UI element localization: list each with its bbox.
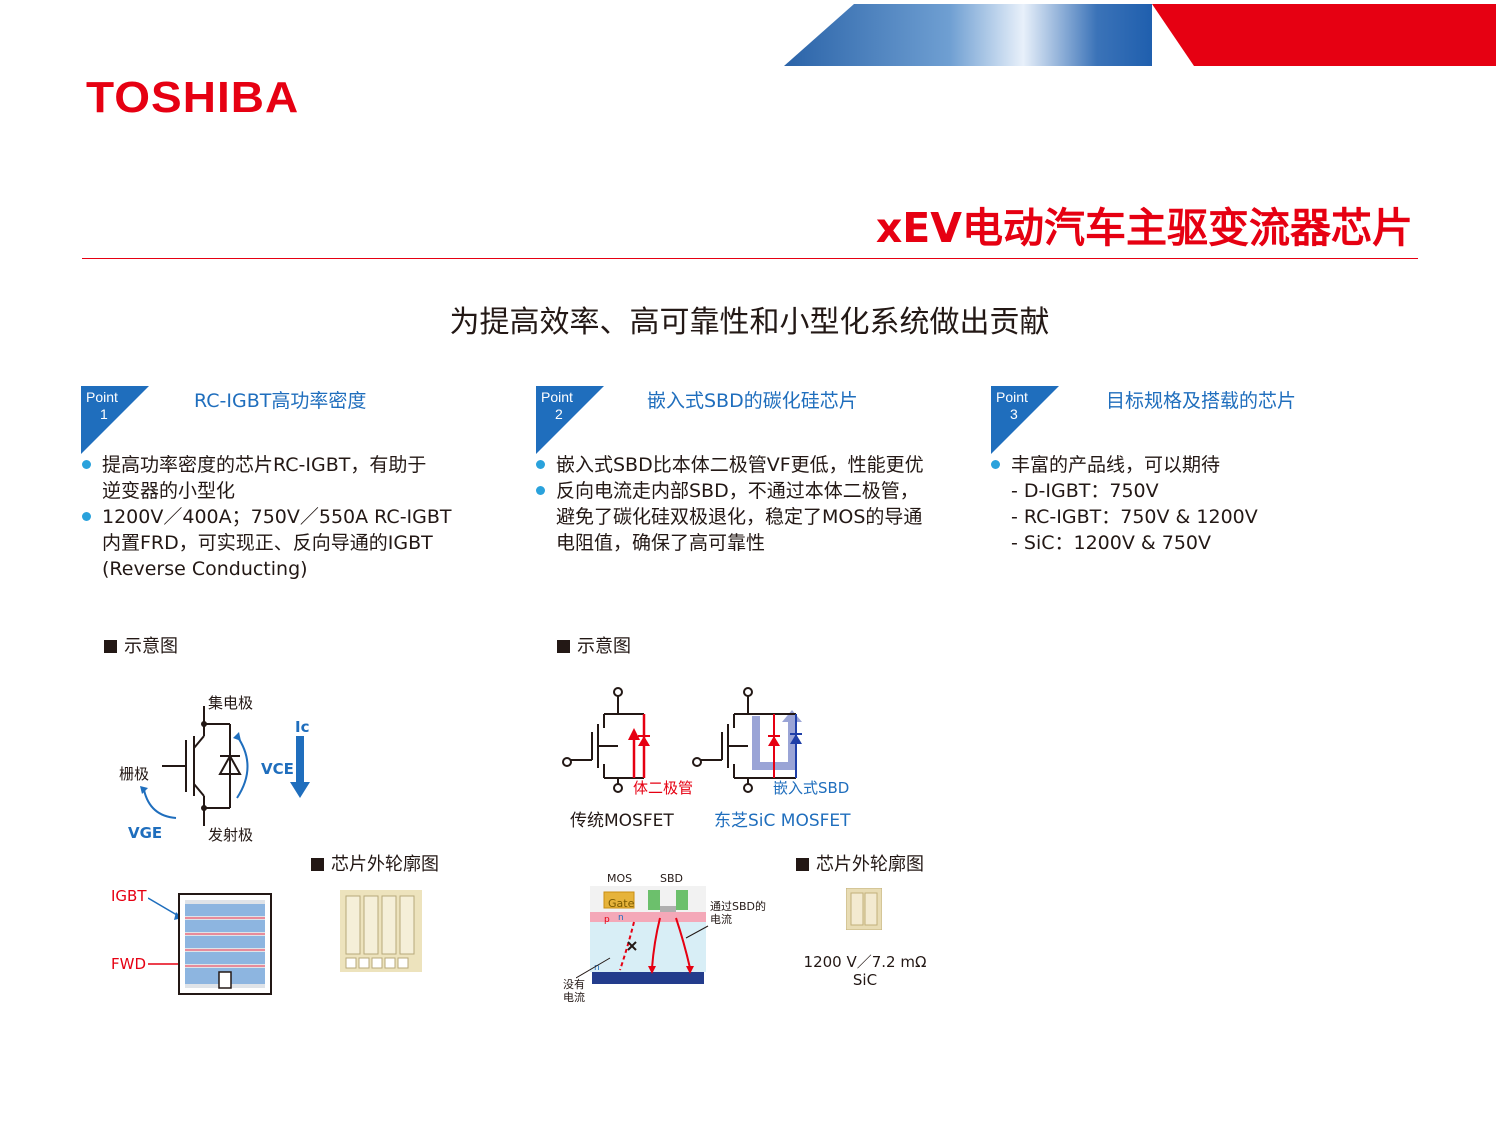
body-diode-label: 体二极管	[633, 779, 694, 797]
sbd-label: SBD	[660, 872, 683, 885]
list-item: 反向电流走内部SBD，不通过本体二极管，避免了碳化硅双极退化，稳定了MOS的导通…	[536, 478, 966, 556]
list-item: - RC-IGBT：750V & 1200V	[1011, 506, 1258, 528]
point-badge-1	[81, 386, 149, 454]
vce-label: VCE	[261, 760, 294, 778]
point-badge-2	[536, 386, 604, 454]
point-3-title: 目标规格及搭载的芯片	[1106, 390, 1297, 412]
fwd-label: FWD	[111, 955, 147, 973]
emitter-label: 发射极	[208, 826, 254, 844]
banner-red	[1152, 4, 1496, 66]
diagram-2-heading: 示意图	[557, 632, 631, 658]
point-1-bullets: 提高功率密度的芯片RC-IGBT，有助于逆变器的小型化 1200V／400A；7…	[82, 452, 502, 582]
no-current-label: 没有电流	[563, 978, 585, 1004]
square-bullet-icon	[104, 640, 117, 653]
page-subtitle: 为提高效率、高可靠性和小型化系统做出贡献	[449, 305, 1050, 340]
point-badge-1-num: 1	[100, 406, 108, 422]
sic-cross-section	[590, 886, 706, 984]
through-sbd-label: 通过SBD的电流	[710, 900, 766, 926]
square-bullet-icon	[796, 858, 809, 871]
igbt-label: IGBT	[111, 887, 147, 905]
gate-label-small: Gate	[608, 897, 635, 910]
sic-mosfet-symbol	[692, 687, 802, 793]
gate-label: 栅极	[119, 765, 150, 783]
n-substrate-label: n	[594, 963, 600, 973]
point-3-items: - D-IGBT：750V - RC-IGBT：750V & 1200V - S…	[991, 478, 1411, 556]
point-badge-3-word: Point	[996, 389, 1028, 405]
point-2-title: 嵌入式SBD的碳化硅芯片	[647, 390, 858, 412]
list-item: - D-IGBT：750V	[1011, 480, 1159, 502]
banner-blue	[784, 4, 1152, 66]
diagram-1-outline-heading: 芯片外轮廓图	[311, 850, 439, 876]
point-1-title: RC-IGBT高功率密度	[194, 390, 367, 412]
sic-chip-photo	[846, 888, 882, 930]
point-3-bullets: 丰富的产品线，可以期待 - D-IGBT：750V - RC-IGBT：750V…	[991, 452, 1411, 556]
rc-igbt-chip-photo	[340, 890, 422, 972]
list-item: 提高功率密度的芯片RC-IGBT，有助于逆变器的小型化	[82, 452, 502, 504]
conventional-mosfet-label: 传统MOSFET	[570, 811, 674, 831]
square-bullet-icon	[311, 858, 324, 871]
square-bullet-icon	[557, 640, 570, 653]
point-badge-3-num: 3	[1010, 406, 1018, 422]
bullet-dot	[82, 460, 91, 469]
bullet-dot	[82, 512, 91, 521]
mosfet-symbol	[562, 687, 650, 793]
point-2-bullets: 嵌入式SBD比本体二极管VF更低，性能更优 反向电流走内部SBD，不通过本体二极…	[536, 452, 966, 556]
list-item: 嵌入式SBD比本体二极管VF更低，性能更优	[536, 452, 966, 478]
toshiba-sic-mosfet-label: 东芝SiC MOSFET	[714, 811, 851, 831]
bullet-dot	[536, 460, 545, 469]
rc-igbt-symbol	[140, 706, 310, 826]
title-divider	[82, 258, 1418, 259]
mos-label: MOS	[607, 872, 633, 885]
list-item: - SiC：1200V & 750V	[1011, 532, 1212, 554]
toshiba-logo: TOSHIBA	[86, 72, 300, 122]
bullet-dot	[991, 460, 1000, 469]
header-banner	[784, 4, 1496, 66]
vge-label: VGE	[128, 824, 163, 842]
point-badge-2-num: 2	[555, 406, 563, 422]
bullet-dot	[536, 486, 545, 495]
page-title: xEV电动汽车主驱变流器芯片	[875, 204, 1413, 252]
rc-igbt-chip-layout	[148, 893, 272, 995]
ic-label: Ic	[295, 718, 310, 736]
point-badge-3	[991, 386, 1059, 454]
collector-label: 集电极	[208, 694, 254, 712]
n-label: n	[618, 913, 624, 923]
p-label: p	[604, 915, 610, 925]
point-badge-1-word: Point	[86, 389, 118, 405]
list-item: 丰富的产品线，可以期待	[991, 452, 1411, 478]
diagram-2-outline-heading: 芯片外轮廓图	[796, 850, 924, 876]
callout-lines	[576, 925, 709, 979]
diagram-1-heading: 示意图	[104, 632, 178, 658]
point-badge-2-word: Point	[541, 389, 573, 405]
embedded-sbd-label: 嵌入式SBD	[773, 779, 850, 797]
